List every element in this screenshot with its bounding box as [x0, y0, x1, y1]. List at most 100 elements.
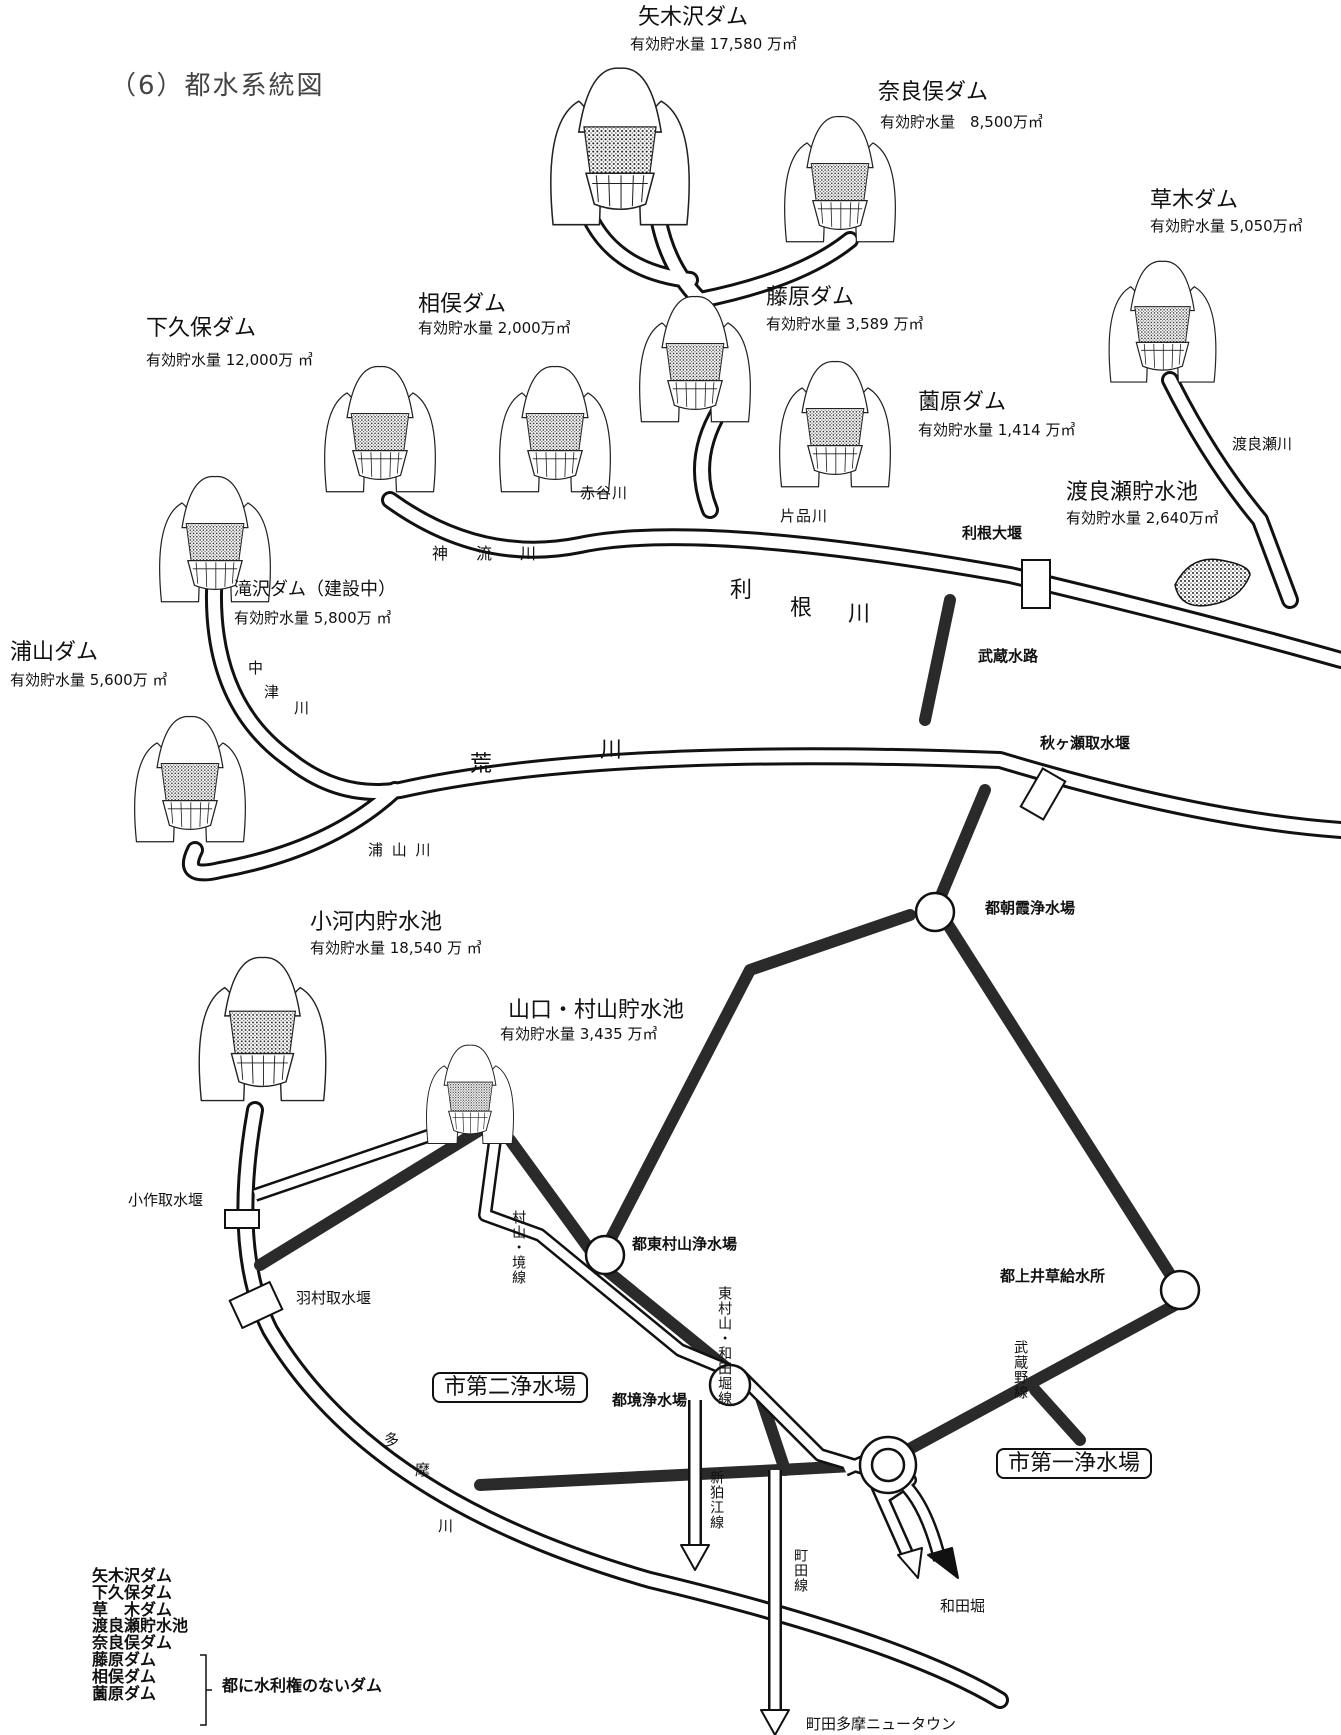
watarase-reservoir-name: 渡良瀬貯水池: [1066, 480, 1199, 505]
machida-arrow: [760, 1709, 790, 1735]
asaka-plant: [914, 891, 956, 933]
tone-river-label-3: 川: [848, 602, 871, 627]
legend-note: 都に水利権のないダム: [222, 1676, 383, 1695]
watarase-reservoir-symbol: [1174, 558, 1251, 607]
hamura-yamaguchi-line: [254, 1124, 486, 1271]
musashino-line-label: 武蔵野線: [1012, 1340, 1029, 1400]
legend-item: 矢木沢ダム: [92, 1566, 173, 1585]
yagisawa-dam-icon: [550, 67, 690, 226]
shimokubo-dam-capacity: 有効貯水量 12,000万 ㎥: [146, 351, 314, 369]
aimata-dam-capacity: 有効貯水量 2,000万㎥: [418, 319, 571, 337]
tone-weir-label: 利根大堰: [962, 524, 1023, 542]
urayama-river-label: 浦 山 川: [368, 841, 433, 859]
sakai-plant-label: 都境浄水場: [612, 1391, 688, 1409]
legend-item: 下久保ダム: [92, 1582, 173, 1602]
yamaguchi-reservoir-name: 山口・村山貯水池: [508, 998, 685, 1023]
aimata-dam-icon: [498, 365, 612, 493]
aqueducts: [254, 594, 1186, 1491]
shimokubo-dam-name: 下久保ダム: [146, 316, 257, 341]
shimokubo-dam-icon: [323, 365, 437, 493]
musashino-line: [874, 1299, 1181, 1471]
musashi-canal-label: 武蔵水路: [978, 647, 1039, 665]
legend: 矢木沢ダム 下久保ダム 草 木ダム 渡良瀬貯水池 奈良俣ダム 藤原ダム 相俣ダム…: [92, 1566, 189, 1703]
wadabori-arrow-1: [897, 1547, 923, 1579]
kanna-river-label: 神 流 川: [432, 544, 543, 563]
higashimurayama-plant: [584, 1234, 626, 1276]
urayama-dam-capacity: 有効貯水量 5,600万 ㎥: [10, 671, 168, 689]
rivers: [182, 151, 1341, 1709]
legend-bracket: [200, 1654, 212, 1726]
asaka-intake-line: [929, 784, 991, 916]
city2-plant-label: 市第二浄水場: [432, 1372, 589, 1404]
legend-item: 相俣ダム: [92, 1666, 157, 1686]
tama-river-label-3: 川: [438, 1517, 454, 1535]
legend-item: 薗原ダム: [92, 1683, 157, 1703]
asaka-to-kamiigusa: [939, 914, 1186, 1296]
yagisawa-dam-name: 矢木沢ダム: [638, 5, 749, 30]
higashimurayama-plant-label: 都東村山浄水場: [632, 1235, 738, 1253]
naramata-dam-name: 奈良俣ダム: [878, 80, 989, 105]
asaka-plant-label: 都朝霞浄水場: [985, 899, 1076, 917]
sonohara-dam-capacity: 有効貯水量 1,414 万㎥: [918, 421, 1076, 439]
wadabori-arrow-2: [927, 1547, 959, 1579]
kusaki-dam-name: 草木ダム: [1150, 188, 1239, 213]
murayama-sakai-line-label: 村山・境線: [510, 1210, 527, 1285]
sonohara-dam-name: 薗原ダム: [918, 390, 1007, 415]
kamiigusa-station-label: 都上井草給水所: [1000, 1267, 1106, 1285]
legend-item: 藤原ダム: [92, 1649, 157, 1669]
urayama-dam-name: 浦山ダム: [10, 640, 99, 665]
nakatsu-river-label-3: 川: [294, 699, 310, 717]
hamura-weir-symbol: [228, 1280, 284, 1330]
naramata-dam-icon: [783, 115, 897, 243]
asaka-to-higashimurayama: [599, 909, 916, 1256]
akigase-weir-symbol: [1019, 767, 1067, 821]
takizawa-dam-name: 滝沢ダム（建設中）: [234, 579, 396, 600]
machida-line-label: 町田線: [792, 1548, 809, 1593]
tama-river-label-2: 摩: [415, 1461, 431, 1479]
page-title: （6）都水系統図: [110, 71, 325, 101]
ogouchi-reservoir-name: 小河内貯水池: [310, 910, 443, 935]
takizawa-dam-capacity: 有効貯水量 5,800万 ㎥: [234, 609, 392, 627]
urayama-dam-icon: [133, 715, 247, 843]
yamaguchi-line: [504, 1134, 596, 1256]
katashina-river-label: 片品川: [780, 507, 829, 525]
tama-river-label-1: 多: [384, 1431, 400, 1449]
ozaku-weir-label: 小作取水堰: [128, 1191, 204, 1209]
akigase-weir-label: 秋ヶ瀬取水堰: [1040, 734, 1131, 752]
shin-komae-arrow: [680, 1544, 710, 1571]
nakatsu-river-label-1: 中: [248, 659, 264, 677]
kusaki-dam-capacity: 有効貯水量 5,050万㎥: [1150, 217, 1303, 235]
aimata-dam-name: 相俣ダム: [418, 292, 507, 317]
akaya-river-label: 赤谷川: [580, 484, 629, 502]
tone-river-label-2: 根: [790, 596, 813, 621]
yamaguchi-reservoir-capacity: 有効貯水量 3,435 万㎥: [500, 1025, 658, 1043]
yamaguchi-dam-icon: [425, 1044, 515, 1145]
watarase-river-label: 渡良瀬川: [1232, 435, 1293, 453]
city1-line: [1029, 1384, 1086, 1446]
hamura-weir-label: 羽村取水堰: [296, 1289, 372, 1307]
ozaku-weir-symbol: [224, 1209, 260, 1229]
wadabori-label: 和田堀: [940, 1597, 986, 1615]
naramata-dam-capacity: 有効貯水量 8,500万㎥: [880, 113, 1043, 131]
tone-weir-symbol: [1021, 559, 1051, 609]
legend-item: 奈良俣ダム: [92, 1633, 173, 1653]
sonohara-dam-icon: [778, 360, 892, 488]
yagisawa-dam-capacity: 有効貯水量 17,580 万㎥: [630, 35, 798, 53]
legend-item: 草 木ダム: [92, 1599, 173, 1619]
legend-item: 渡良瀬貯水池: [92, 1616, 189, 1636]
tone-river-label-1: 利: [730, 578, 753, 603]
fujiwara-dam-capacity: 有効貯水量 3,589 万㎥: [766, 315, 924, 333]
machida-tama-label: 町田多摩ニュータウン: [806, 1715, 957, 1733]
kamiigusa-plant: [1159, 1269, 1201, 1311]
higashimurayama-wada-line-label: 東村山・和田堀線: [716, 1286, 733, 1406]
kusaki-dam-icon: [1108, 260, 1217, 383]
dam-icons: [133, 67, 1217, 1145]
ara-river-label-2: 川: [600, 738, 623, 763]
watarase-reservoir-capacity: 有効貯水量 2,640万㎥: [1066, 509, 1219, 527]
city2-line: [474, 1459, 876, 1491]
musashi-canal: [919, 594, 956, 726]
plants: [584, 891, 1201, 1495]
fujiwara-dam-icon: [638, 295, 752, 423]
weirs: [224, 559, 1067, 1330]
